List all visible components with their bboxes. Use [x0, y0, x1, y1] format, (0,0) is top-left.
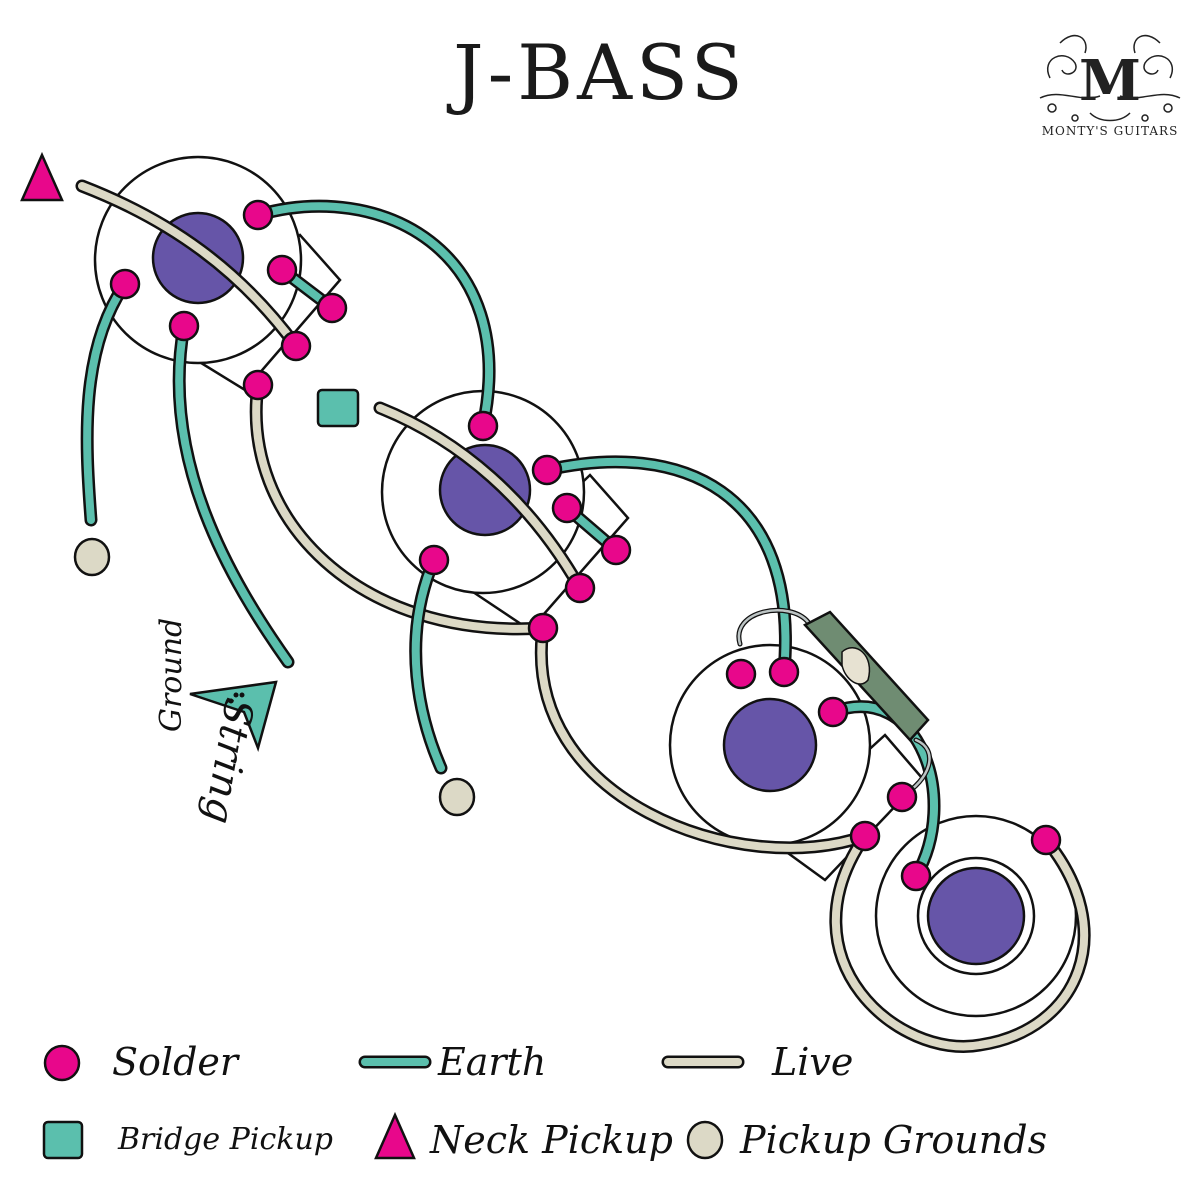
legend-bridge-label: Bridge Pickup: [118, 1122, 333, 1157]
legend-neck-icon: [374, 1111, 416, 1160]
legend-neck-label: Neck Pickup: [430, 1118, 673, 1162]
legend-earth-label: Earth: [438, 1040, 547, 1084]
svg-text:M: M: [1079, 48, 1141, 114]
pot-shaft: [438, 443, 532, 537]
monogram-logo: M: [1039, 34, 1181, 122]
legend-bridge-icon: [42, 1120, 84, 1160]
legend-live-label: Live: [772, 1040, 854, 1084]
neck-pickup-marker: [20, 151, 64, 202]
live-wires: [75, 179, 1091, 1053]
legend-solder-icon: [43, 1044, 81, 1082]
bridge-pickup-marker: [316, 388, 360, 428]
legend-ground-label: Pickup Grounds: [740, 1118, 1048, 1162]
legend-solder-label: Solder: [112, 1040, 239, 1084]
jack-socket: [926, 866, 1026, 966]
volume-pot-bridge: [380, 389, 630, 632]
legend-ground-icon: [686, 1120, 724, 1160]
string-ground-arrow: [189, 680, 278, 752]
pickup-ground-neck: [73, 537, 111, 577]
legend: [42, 1044, 745, 1160]
brand-name: MONTY'S GUITARS: [1041, 124, 1179, 138]
earth-wires: [80, 199, 941, 883]
page-title: J-BASS: [453, 28, 747, 117]
solder-points: [109, 199, 1062, 892]
string-ground-label-line2: Ground: [154, 617, 189, 732]
pickup-ground-bridge: [438, 777, 476, 817]
pot-shaft: [722, 697, 818, 793]
